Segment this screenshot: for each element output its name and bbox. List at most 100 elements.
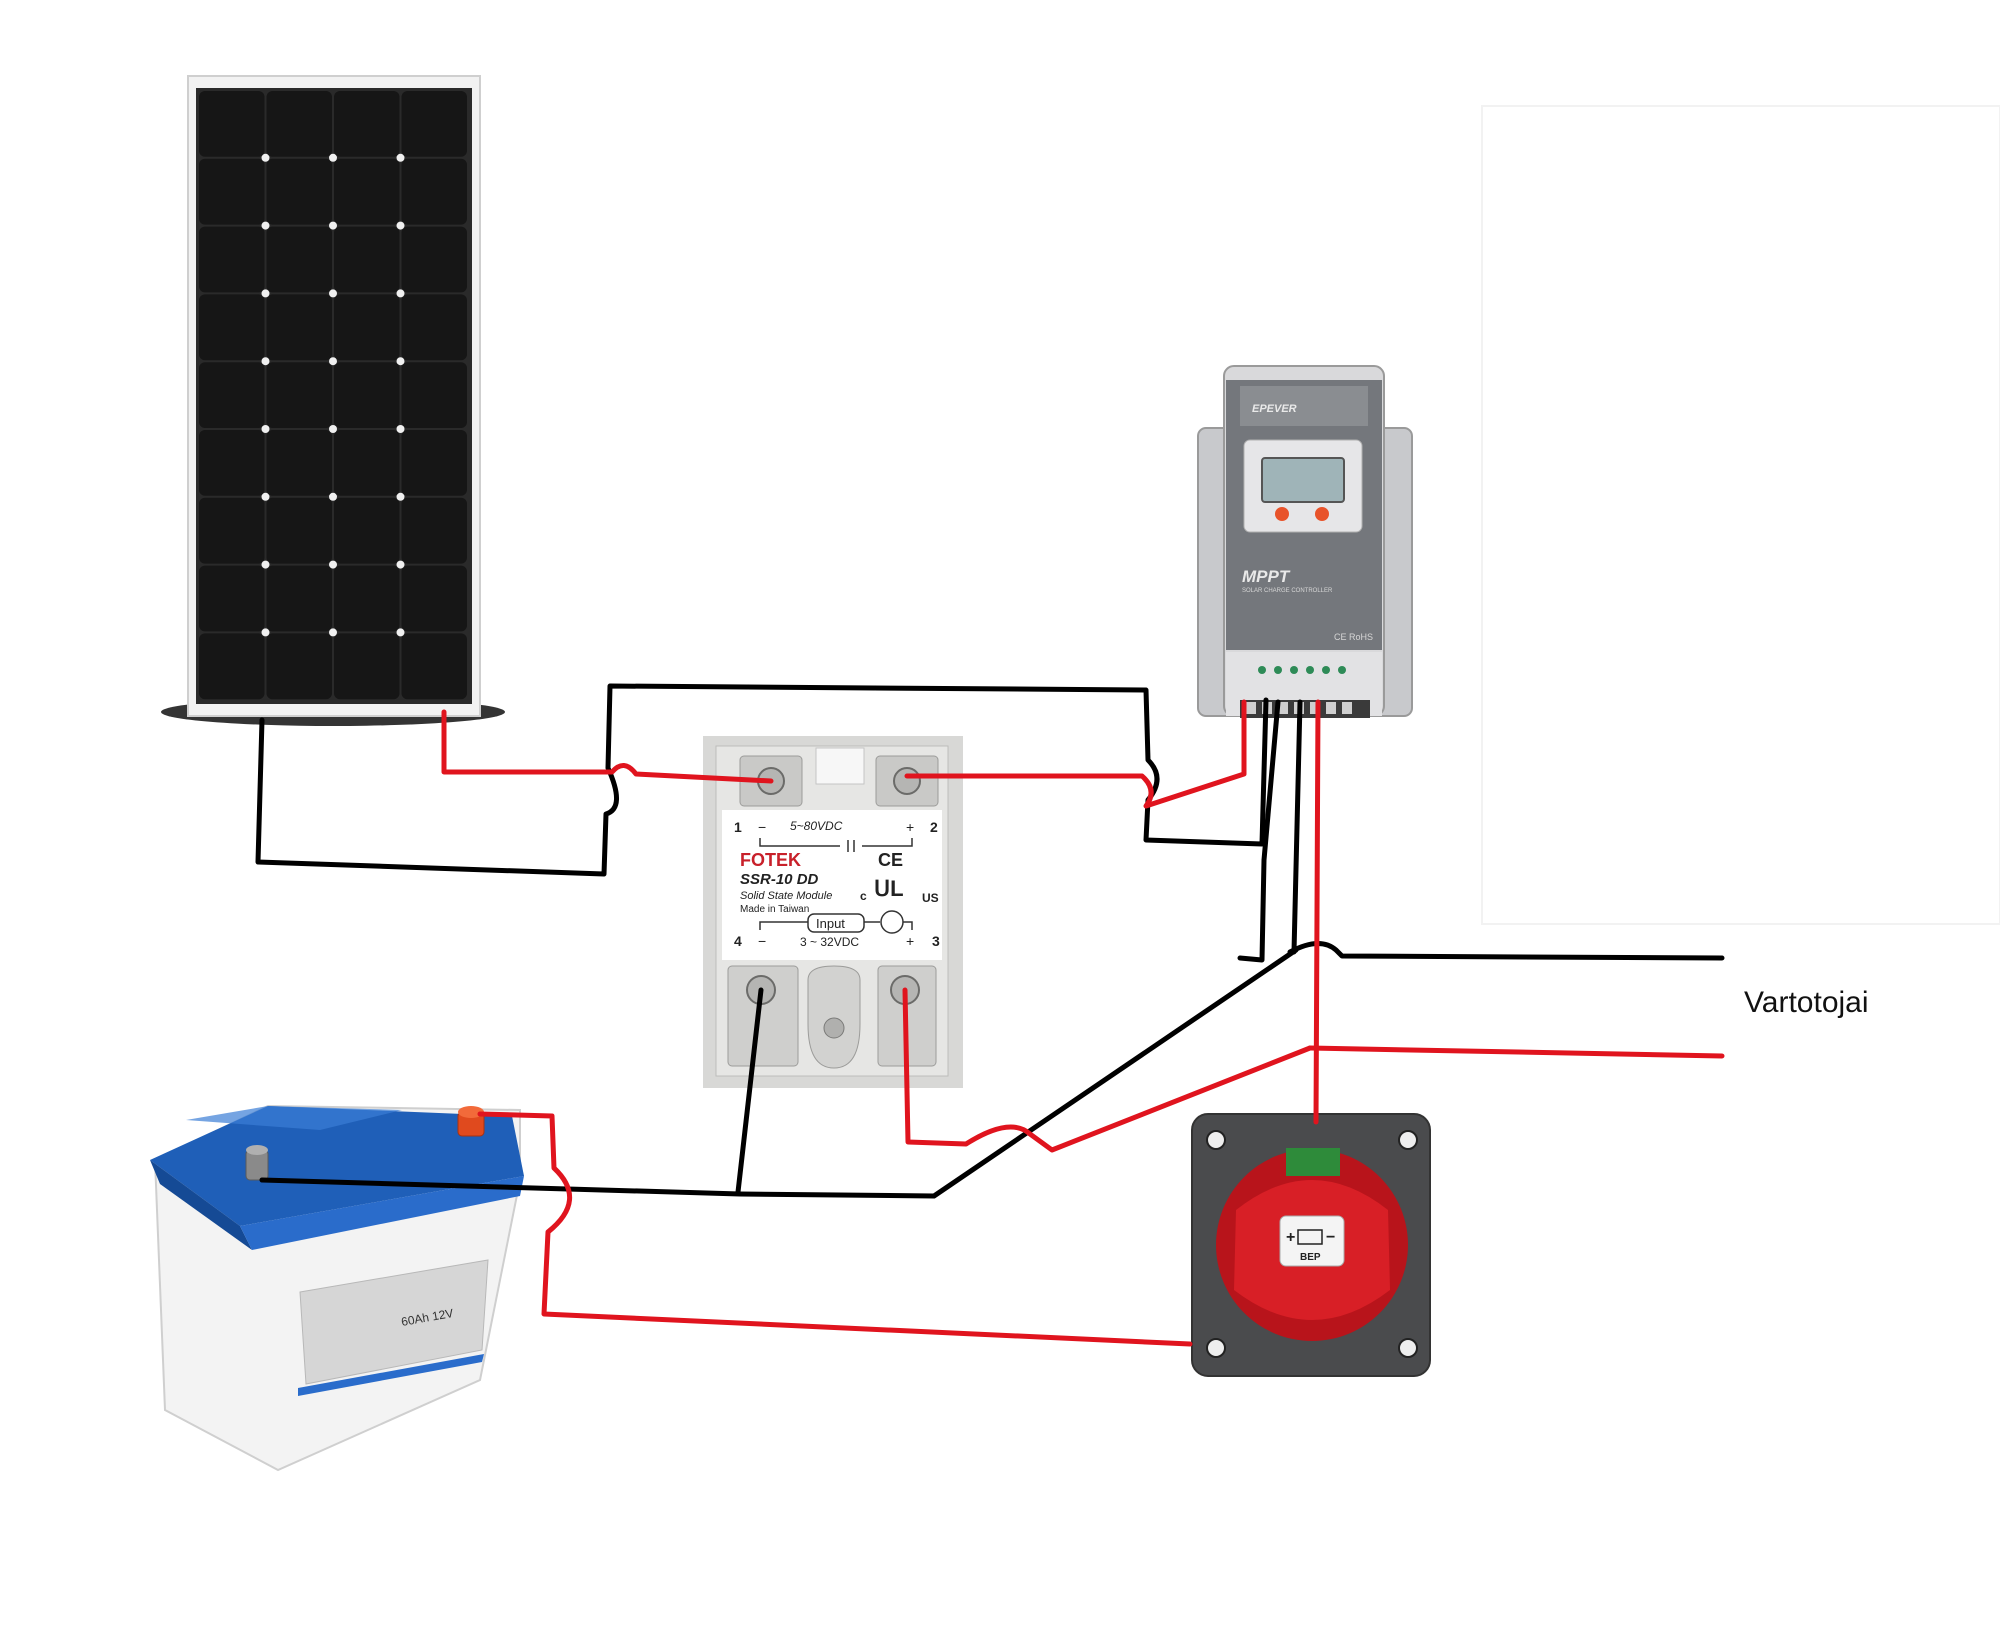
ssr-model: SSR-10 DD: [740, 871, 819, 888]
battery: 60Ah 12V: [150, 1104, 524, 1472]
panel-cell: [199, 362, 265, 428]
ssr-c-mark: c: [860, 889, 867, 903]
panel-cell-junction: [329, 425, 337, 433]
wire-ssr-input-negative: [735, 987, 764, 1195]
wire-controller-battery-positive: [1313, 699, 1321, 1125]
panel-cell-junction: [396, 560, 405, 569]
panel-cell: [401, 430, 467, 496]
panel-cell: [401, 158, 467, 225]
panel-cell: [401, 294, 467, 361]
panel-cell-grid: [199, 91, 467, 700]
panel-cell-junction: [329, 289, 337, 298]
controller-title: MPPT: [1242, 567, 1291, 586]
controller-marks: CE RoHS: [1334, 632, 1373, 642]
panel-cell-junction: [329, 153, 337, 162]
panel-cell: [334, 294, 400, 361]
panel-cell: [401, 362, 467, 428]
ssr-input-voltage: 3 ~ 32VDC: [800, 935, 859, 949]
mppt-controller: EPEVER MPPT SOLAR CHARGE CONTROLLER CE R…: [1197, 365, 1413, 718]
switch-brand: BEP: [1300, 1252, 1321, 1263]
panel-cell-junction: [329, 492, 337, 501]
panel-cell-junction: [261, 425, 270, 433]
panel-cell: [401, 497, 467, 564]
panel-cell: [266, 565, 332, 632]
ssr-terminal-3-label: 3: [932, 933, 940, 949]
panel-cell: [401, 565, 467, 632]
panel-cell: [266, 497, 332, 564]
switch-plus-label: +: [1286, 1229, 1295, 1246]
wire-panel-positive: [441, 709, 774, 784]
panel-cell-junction: [329, 628, 337, 637]
controller-left-button: [1275, 507, 1289, 521]
panel-cell-junction: [261, 560, 270, 569]
panel-cell: [199, 294, 265, 361]
panel-cell-junction: [261, 628, 270, 637]
ssr-terminal-2-screw: [893, 767, 921, 795]
ssr-terminal-2-label: 2: [930, 819, 938, 835]
background-frame: [1481, 105, 2000, 925]
panel-cell: [266, 158, 332, 225]
switch-on-indicator: [1286, 1148, 1340, 1176]
wire-battery-positive: [477, 1111, 1193, 1347]
ssr-terminal-1-label: 1: [734, 819, 742, 835]
panel-cell: [199, 497, 265, 564]
controller-right-button: [1315, 507, 1329, 521]
panel-cell: [266, 362, 332, 428]
panel-cell: [334, 226, 400, 293]
wire-controller-load-negative: [1291, 699, 1303, 955]
panel-cell: [266, 633, 332, 700]
panel-cell-junction: [261, 153, 270, 162]
wire-battery-negative: [259, 947, 1299, 1199]
wire-controller-battery-negative: [1237, 699, 1281, 963]
panel-cell: [199, 158, 265, 225]
ssr-ul-mark: ᑌL: [874, 876, 904, 901]
panel-cell: [199, 226, 265, 293]
solar-panel: [161, 75, 505, 726]
panel-cell-junction: [396, 289, 405, 298]
panel-cell: [199, 565, 265, 632]
controller-brand: EPEVER: [1252, 403, 1297, 415]
ssr-plus-top: +: [906, 819, 914, 835]
panel-cell-junction: [261, 492, 270, 501]
panel-cell: [334, 565, 400, 632]
panel-cell: [199, 430, 265, 496]
panel-cell-junction: [261, 357, 270, 366]
panel-cell: [334, 362, 400, 428]
ssr-led-indicator: [880, 910, 904, 934]
panel-cell: [199, 633, 265, 700]
controller-terminals: [1240, 666, 1370, 718]
controller-subtitle: SOLAR CHARGE CONTROLLER: [1242, 588, 1333, 594]
panel-cell-junction: [329, 560, 337, 569]
panel-cell-junction: [329, 357, 337, 366]
wires: [255, 683, 1725, 1347]
ssr-plus-bottom: +: [906, 933, 914, 949]
solid-state-relay: 1 − 5~80VDC + 2 FOTEK CE SSR-10 DD Solid…: [703, 736, 963, 1088]
panel-cell-junction: [396, 221, 405, 230]
panel-cell-junction: [396, 492, 405, 501]
ssr-subtitle: Solid State Module: [740, 890, 832, 902]
ssr-minus-bottom: −: [758, 933, 766, 949]
panel-cell: [401, 91, 467, 157]
battery-disconnect-switch: + − BEP: [1191, 1113, 1431, 1377]
panel-cell: [199, 91, 265, 157]
panel-cell-junction: [396, 153, 405, 162]
panel-cell: [334, 633, 400, 700]
switch-minus-label: −: [1326, 1229, 1335, 1246]
ssr-input-label: Input: [816, 916, 845, 931]
wire-load-negative: [1287, 941, 1725, 961]
panel-cell: [401, 633, 467, 700]
consumers-label: Vartotojai: [1744, 986, 1869, 1019]
panel-cell-junction: [396, 425, 405, 433]
ssr-ce-mark: CE: [878, 850, 903, 870]
panel-cell: [266, 91, 332, 157]
panel-cell: [334, 497, 400, 564]
panel-cell: [334, 158, 400, 225]
ssr-load-voltage: 5~80VDC: [790, 819, 843, 833]
panel-cell: [266, 430, 332, 496]
wire-ssr-to-controller: [904, 699, 1247, 809]
panel-cell-junction: [396, 628, 405, 637]
wire-ssr-input-positive: [902, 987, 1313, 1153]
panel-cell: [401, 226, 467, 293]
ssr-brand: FOTEK: [740, 850, 801, 870]
